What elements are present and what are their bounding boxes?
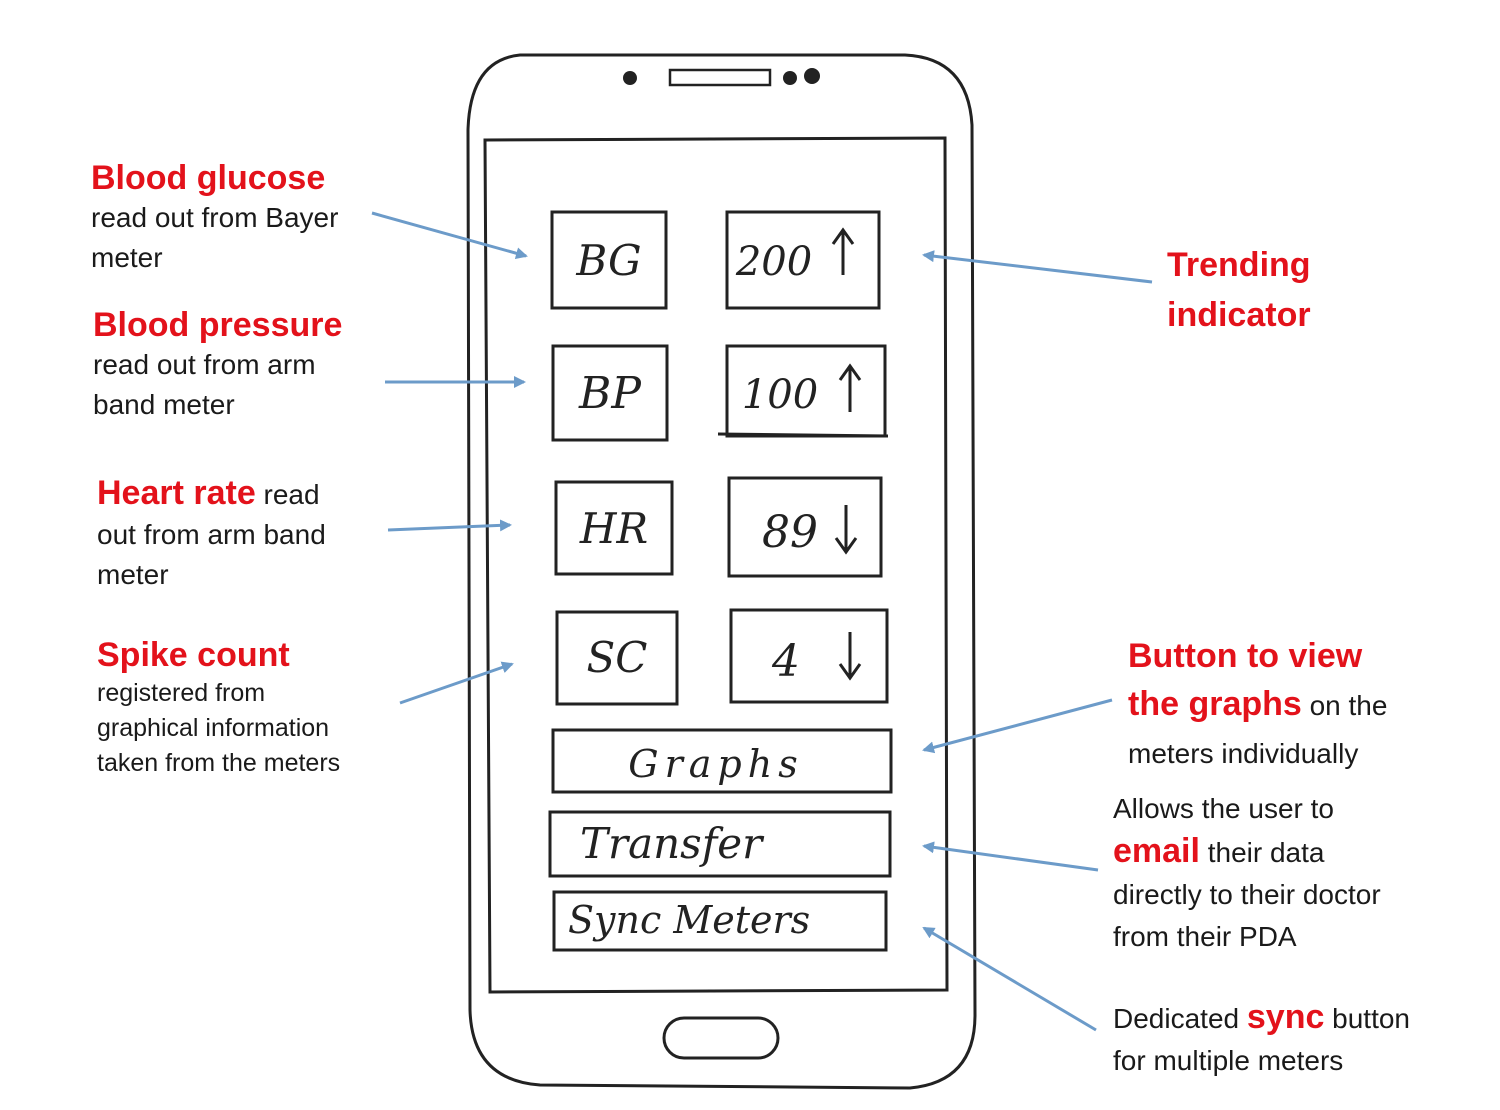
bp-label-box [551, 344, 669, 442]
annotation-title: Blood glucose [91, 159, 326, 197]
annotation-title: the graphs [1128, 685, 1302, 723]
bg-label: BG [575, 236, 641, 285]
sensor-icon [783, 71, 797, 85]
sync-meters-button-label: Sync Meters [568, 898, 810, 942]
arrow-down-icon [834, 505, 858, 555]
annotation-text: out from arm band [97, 519, 326, 550]
annotation-arrow [922, 250, 1153, 284]
annotation-text: Dedicated [1113, 1003, 1247, 1034]
sensor-icon [804, 68, 820, 84]
arrow-up-icon [838, 363, 862, 412]
annotation-blood-pressure: Blood pressure read out from arm band me… [93, 305, 342, 425]
annotation-arrow [387, 519, 512, 532]
transfer-button-label: Transfer [580, 819, 765, 868]
bg-value-box [725, 210, 881, 310]
annotation-arrow [922, 841, 1099, 872]
annotation-text: band meter [93, 389, 235, 420]
phone-screen [483, 136, 949, 994]
annotation-title: Blood pressure [93, 306, 343, 344]
annotation-text: on the [1301, 690, 1388, 721]
annotation-text: read out from arm [93, 349, 316, 380]
hr-label: HR [579, 504, 648, 553]
annotation-heart-rate: Heart rate read out from arm band meter [97, 473, 326, 595]
annotation-arrow [922, 926, 1097, 1032]
annotation-text: directly to their doctor [1113, 879, 1381, 910]
annotation-title: Button to view [1128, 637, 1363, 675]
sync-meters-button[interactable] [552, 890, 888, 952]
annotation-text: meter [97, 559, 169, 590]
annotation-text: read out from Bayer [91, 202, 339, 233]
annotation-text: button [1324, 1003, 1411, 1034]
hr-label-box [554, 480, 674, 576]
transfer-button[interactable] [548, 810, 892, 878]
sc-label-box [555, 610, 679, 706]
annotation-arrow [371, 211, 528, 260]
annotation-graphs: Button to view the graphs on the meters … [1128, 632, 1387, 778]
phone-body [466, 53, 977, 1090]
hr-value-box [727, 476, 883, 578]
annotation-text: graphical information [97, 714, 330, 742]
annotation-text: Allows the user to [1113, 793, 1334, 824]
annotation-highlight: sync [1246, 998, 1325, 1036]
annotation-arrow [399, 661, 514, 705]
bg-label-box [550, 210, 668, 310]
sc-label: SC [587, 633, 648, 682]
annotation-title: Spike count [97, 636, 290, 674]
bg-value: 200 [735, 239, 812, 285]
annotation-title: indicator [1167, 296, 1311, 334]
annotation-text: from their PDA [1113, 921, 1297, 952]
annotation-sync: Dedicated sync button for multiple meter… [1113, 996, 1410, 1082]
annotation-arrow [922, 698, 1113, 754]
annotation-email: Allows the user to email their data dire… [1113, 788, 1381, 958]
annotation-spike-count: Spike count registered from graphical in… [97, 634, 340, 781]
annotation-text: for multiple meters [1113, 1045, 1344, 1076]
sc-value-box [729, 608, 889, 704]
sc-value: 4 [771, 636, 800, 687]
bp-label: BP [578, 368, 642, 419]
home-button[interactable] [662, 1016, 780, 1060]
annotation-trending: Trending indicator [1167, 240, 1311, 340]
annotation-blood-glucose: Blood glucose read out from Bayer meter [91, 158, 338, 278]
bp-value-underline [717, 432, 889, 438]
arrow-down-icon [838, 632, 862, 681]
hr-value: 89 [762, 507, 818, 558]
arrow-up-icon [831, 227, 855, 275]
annotation-text: taken from the meters [97, 749, 341, 777]
front-camera-icon [623, 71, 637, 85]
graphs-button-label: Graphs [628, 742, 803, 786]
annotation-text: registered from [97, 679, 266, 707]
annotation-text: meters individually [1128, 738, 1359, 769]
annotation-highlight: email [1113, 832, 1200, 870]
bp-value: 100 [742, 372, 818, 418]
annotation-text: their data [1199, 837, 1325, 868]
annotation-text: read [255, 479, 320, 510]
annotation-title: Heart rate [97, 474, 256, 512]
annotation-text: meter [91, 242, 163, 273]
speaker-grille [668, 68, 772, 87]
graphs-button[interactable] [551, 728, 893, 794]
annotation-title: Trending [1167, 246, 1311, 284]
